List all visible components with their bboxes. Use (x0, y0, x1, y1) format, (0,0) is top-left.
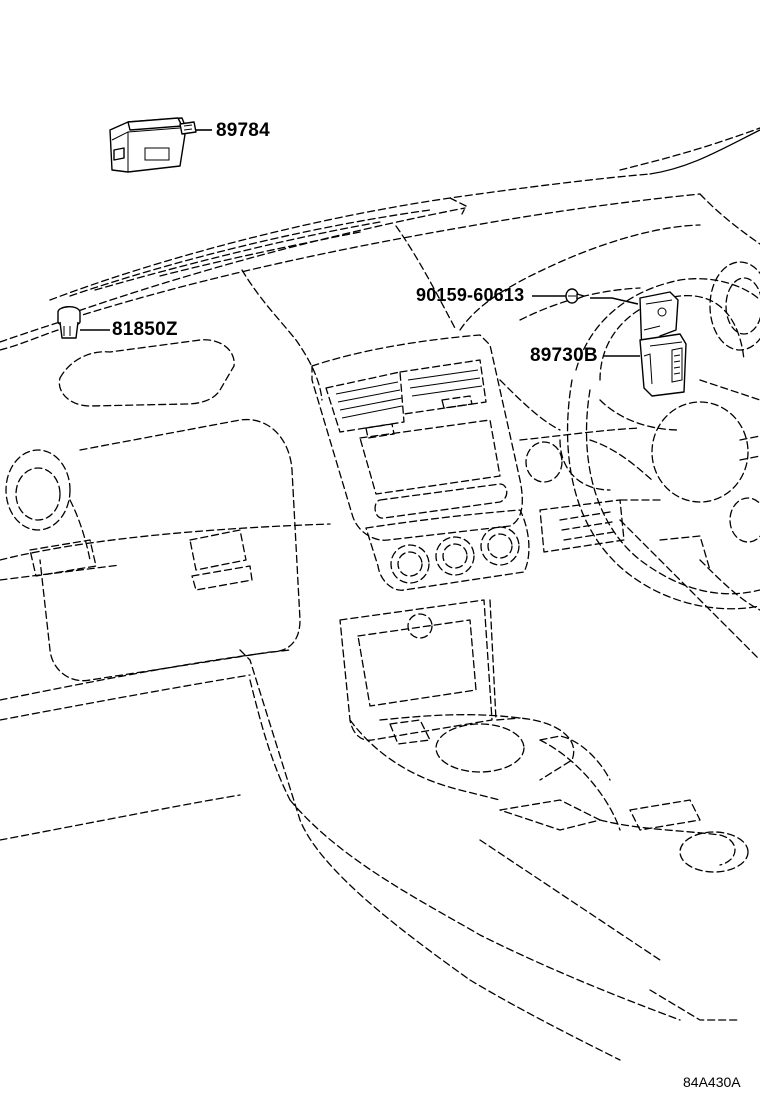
callout-89784[interactable]: 89784 (216, 120, 270, 141)
callout-81850z[interactable]: 81850Z (112, 319, 178, 340)
part-89730b-ecu-bracket[interactable] (639, 291, 687, 397)
leader-lines (80, 129, 640, 357)
dashboard-outline (0, 127, 760, 1061)
illustration-code: 84A430A (683, 1074, 741, 1090)
part-90159-screw[interactable] (565, 288, 585, 304)
callout-89730b[interactable]: 89730B (530, 345, 598, 366)
part-89784-module[interactable] (109, 117, 197, 173)
part-81850z-switch[interactable] (57, 306, 81, 339)
callout-90159-60613[interactable]: 90159-60613 (416, 285, 525, 305)
